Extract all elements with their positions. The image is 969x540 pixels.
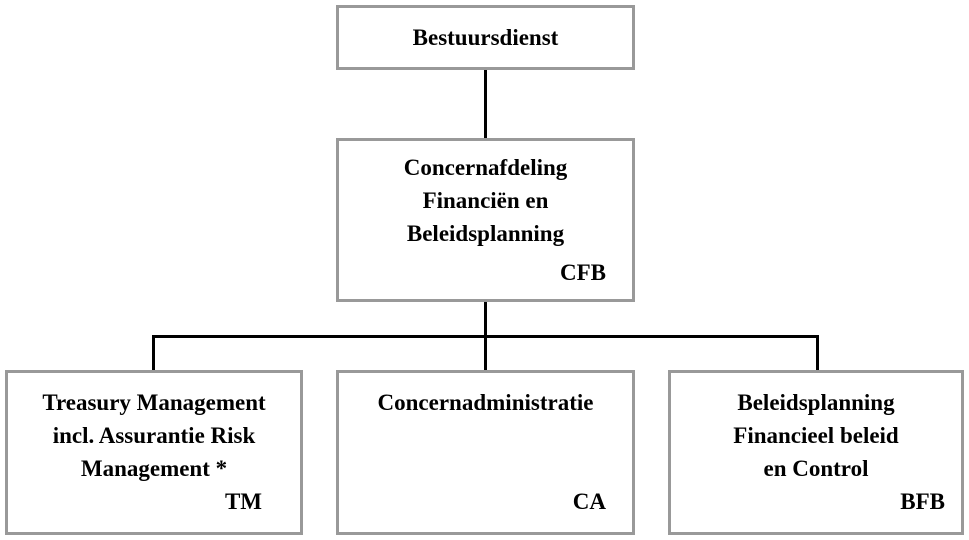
box-title-line: Beleidsplanning bbox=[737, 390, 895, 415]
org-box-bfb: Beleidsplanning Financieel beleid en Con… bbox=[668, 370, 964, 535]
connector-top bbox=[484, 68, 487, 140]
box-title-line: Management * bbox=[80, 456, 228, 481]
box-code: CFB bbox=[560, 260, 606, 285]
connector-left bbox=[152, 335, 155, 372]
connector-right bbox=[816, 335, 819, 372]
org-box-cfb: Concernafdeling Financiën en Beleidsplan… bbox=[336, 138, 635, 302]
box-title-line: Financiën en bbox=[422, 188, 549, 213]
org-box-tm: Treasury Management incl. Assurantie Ris… bbox=[5, 370, 303, 535]
box-title-line: incl. Assurantie Risk bbox=[52, 423, 256, 448]
box-title-line: Financieel beleid bbox=[733, 423, 899, 448]
box-title-line: Beleidsplanning bbox=[406, 221, 565, 246]
org-box-ca: Concernadministratie CA bbox=[336, 370, 635, 535]
box-code: CA bbox=[572, 489, 606, 514]
box-code: TM bbox=[224, 489, 262, 514]
box-title-line: Concernadministratie bbox=[377, 390, 594, 415]
box-title-line: Treasury Management bbox=[42, 390, 266, 415]
connector-horizontal bbox=[152, 335, 819, 338]
box-title: Bestuursdienst bbox=[412, 25, 559, 50]
box-title-line: Concernafdeling bbox=[403, 155, 568, 180]
box-code: BFB bbox=[900, 489, 945, 514]
org-box-bestuursdienst: Bestuursdienst bbox=[336, 5, 635, 70]
box-title-line: en Control bbox=[763, 456, 869, 481]
